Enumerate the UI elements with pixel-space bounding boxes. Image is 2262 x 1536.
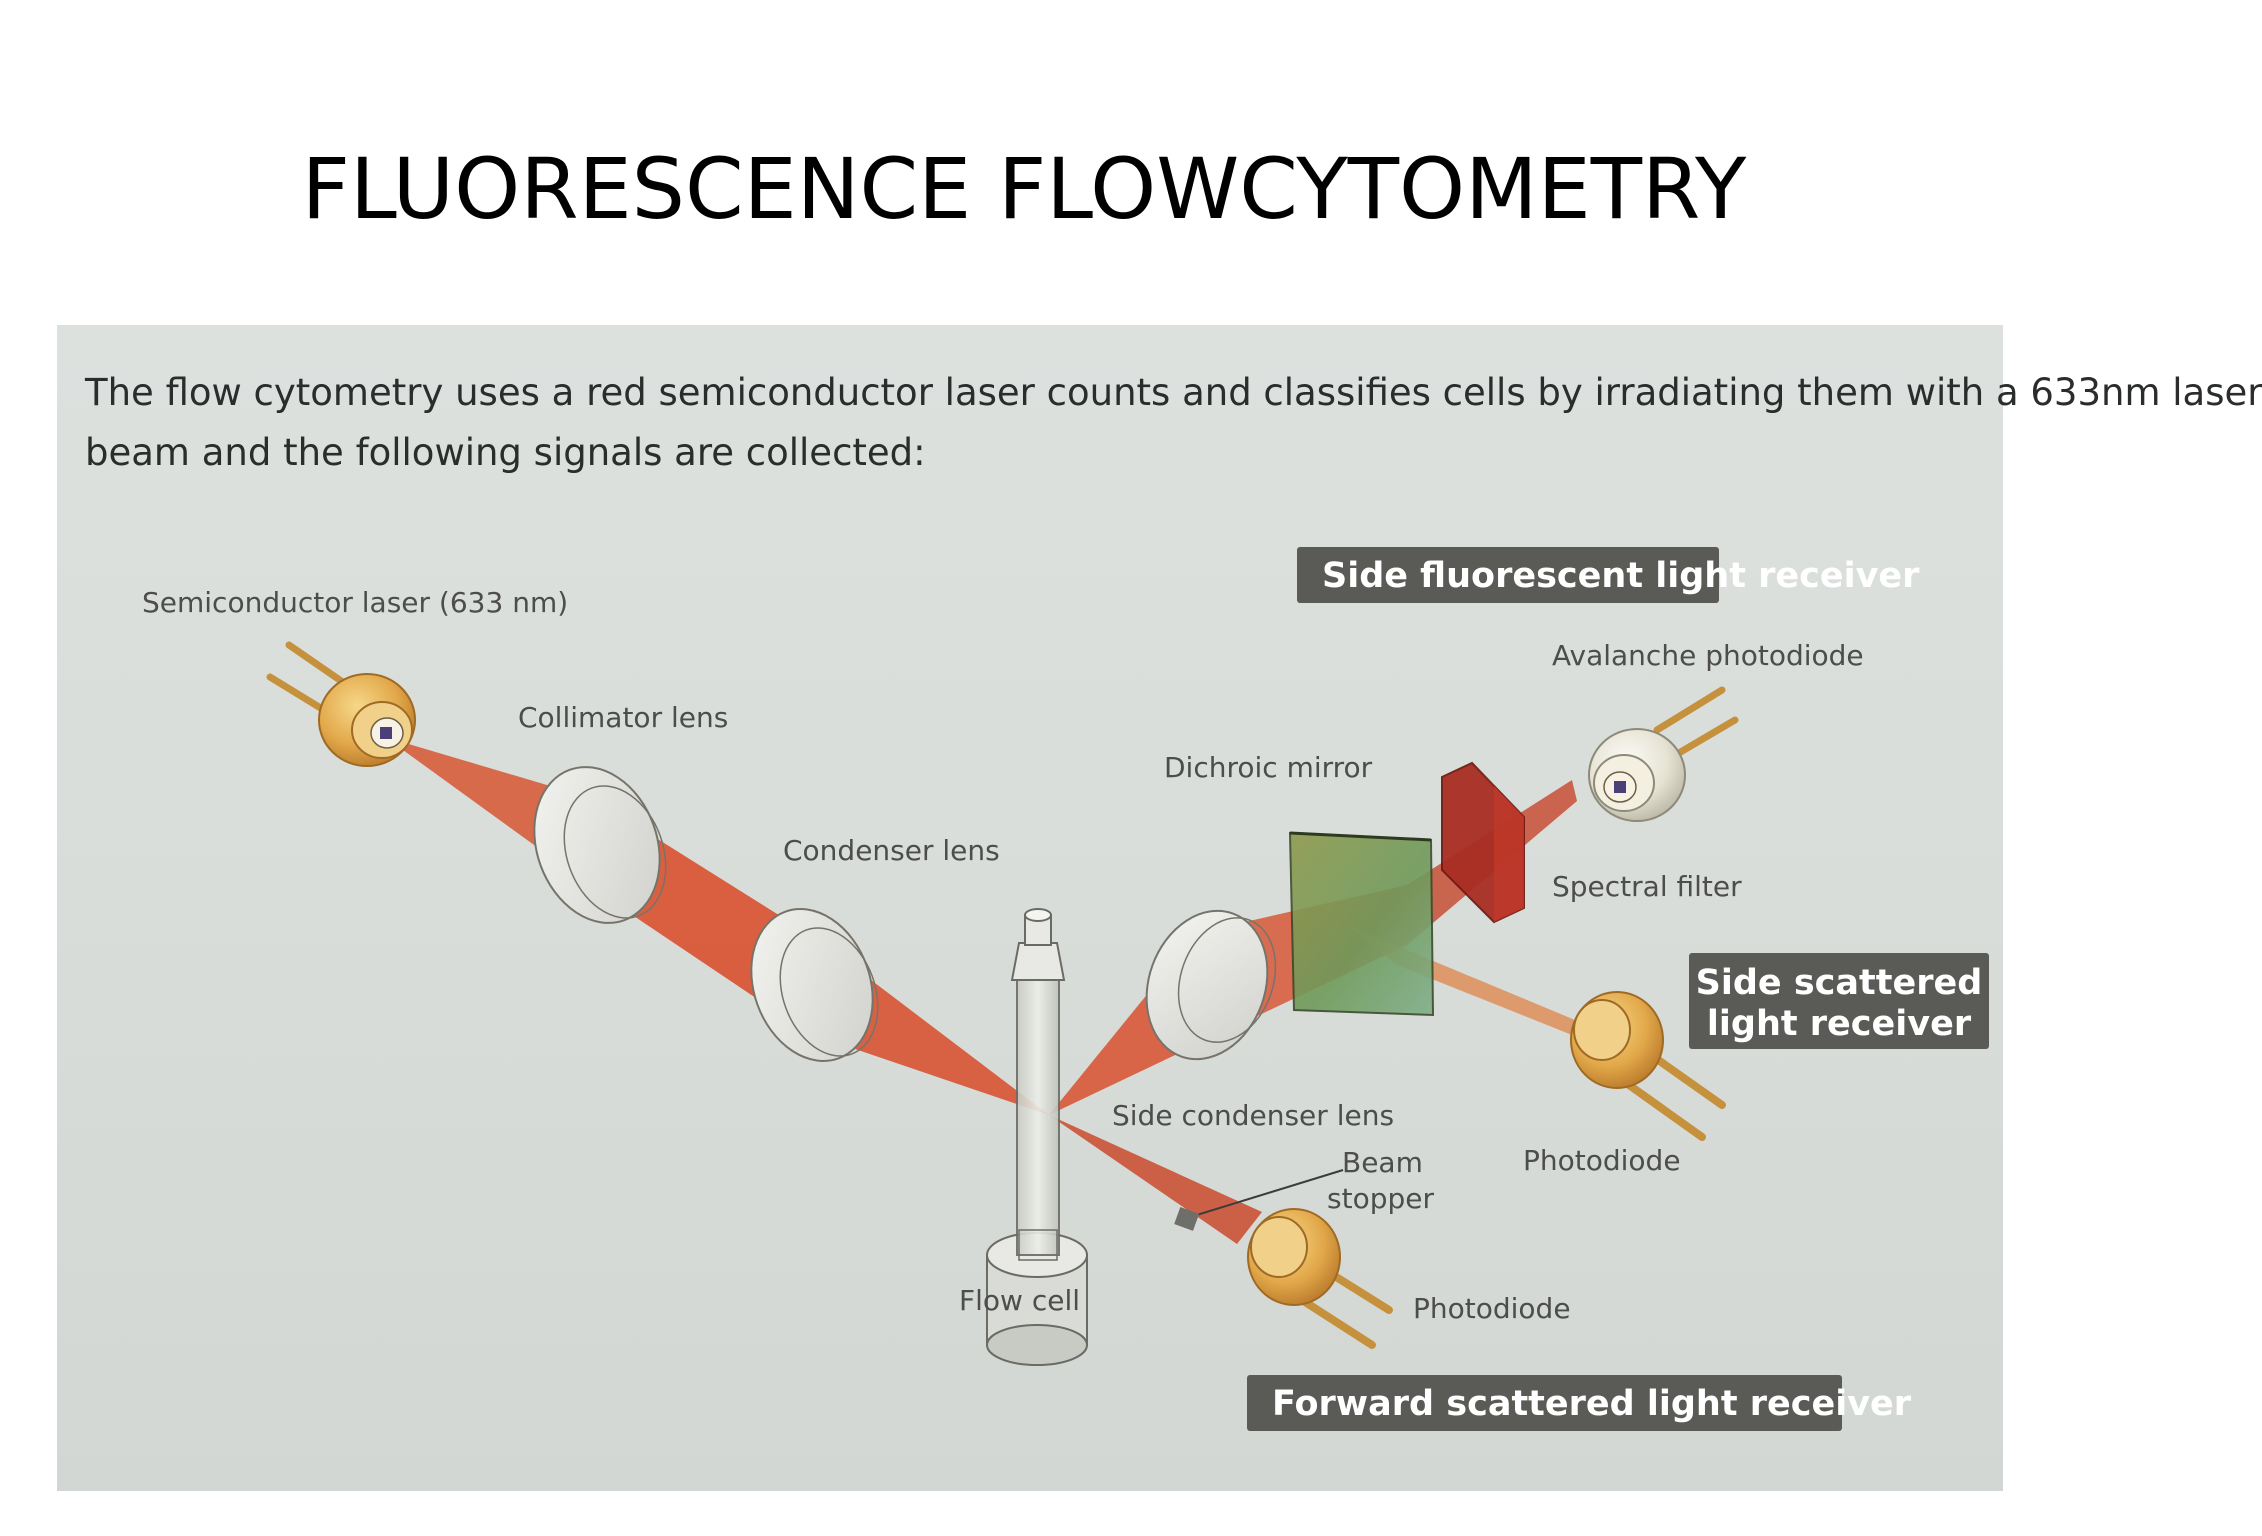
flow-cell: [986, 908, 1088, 1366]
side-photodiode-icon: [1570, 991, 1726, 1141]
side-condenser-lens: [1145, 909, 1277, 1061]
spectral-filter: [1441, 761, 1525, 924]
intro-line-2: beam and the following signals are colle…: [85, 431, 926, 474]
intro-text: The flow cytometry uses a red semiconduc…: [85, 363, 2262, 483]
side-scattered-receiver-label-2: light receiver: [1707, 1004, 1972, 1044]
side-scattered-receiver-label-1: Side scattered: [1696, 963, 1983, 1003]
forward-photodiode-icon: [1247, 1208, 1393, 1349]
beam-stopper-pointer: [1186, 1169, 1344, 1219]
label-semiconductor-laser: Semiconductor laser (633 nm): [142, 586, 568, 619]
side-scattered-receiver-box: Side scattered light receiver: [1689, 953, 1989, 1049]
side-fluorescent-receiver-box: Side fluorescent light receiver: [1297, 547, 1920, 603]
label-forward-photodiode: Photodiode: [1413, 1292, 1571, 1325]
forward-scattered-receiver-label: Forward scattered light receiver: [1272, 1384, 1912, 1424]
forward-scattered-receiver-box: Forward scattered light receiver: [1247, 1375, 1912, 1431]
intro-line-1: The flow cytometry uses a red semiconduc…: [85, 371, 2262, 414]
label-flow-cell: Flow cell: [959, 1284, 1080, 1317]
label-beam-stopper-line2: stopper: [1327, 1182, 1434, 1215]
label-side-condenser-lens: Side condenser lens: [1112, 1099, 1394, 1132]
optics-diagram: Semiconductor laser (633 nm) Collimator …: [142, 547, 1989, 1431]
label-avalanche-photodiode: Avalanche photodiode: [1552, 639, 1864, 672]
label-dichroic-mirror: Dichroic mirror: [1164, 751, 1373, 784]
label-spectral-filter: Spectral filter: [1552, 870, 1742, 903]
label-condenser-lens: Condenser lens: [783, 834, 1000, 867]
side-fluorescent-receiver-label: Side fluorescent light receiver: [1322, 556, 1920, 596]
dichroic-mirror: [1288, 831, 1435, 1017]
semiconductor-laser-icon: [266, 641, 416, 767]
condenser-lens: [750, 908, 879, 1062]
beam-stopper: [1174, 1207, 1200, 1231]
diagram-photo: The flow cytometry uses a red semiconduc…: [57, 325, 2262, 1491]
label-side-photodiode: Photodiode: [1523, 1144, 1681, 1177]
label-beam-stopper-line1: Beam: [1342, 1146, 1423, 1179]
collimator-lens: [533, 766, 667, 924]
label-collimator-lens: Collimator lens: [518, 701, 728, 734]
avalanche-photodiode-icon: [1588, 686, 1739, 822]
slide-title: FLUORESCENCE FLOWCYTOMETRY: [301, 140, 1747, 238]
